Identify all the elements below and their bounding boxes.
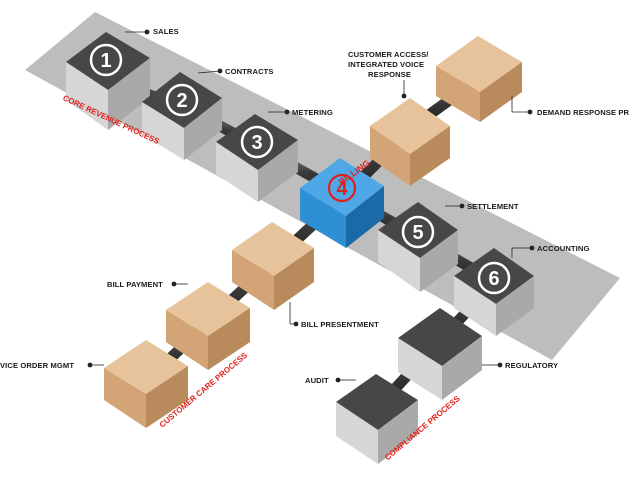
box-billing: 4 BILLING bbox=[300, 158, 384, 248]
leader-lines bbox=[87, 29, 535, 383]
box-bill-presentment bbox=[232, 222, 314, 310]
box-number-2: 2 bbox=[176, 90, 187, 112]
label-metering: METERING bbox=[292, 108, 333, 117]
label-demand-response: DEMAND RESPONSE PR bbox=[537, 108, 630, 117]
label-regulatory: REGULATORY bbox=[505, 361, 558, 370]
label-accounting: ACCOUNTING bbox=[537, 244, 589, 253]
label-bill-presentment: BILL PRESENTMENT bbox=[301, 320, 379, 329]
label-service-order: VICE ORDER MGMT bbox=[0, 361, 74, 370]
label-customer-access-1: CUSTOMER ACCESS/ bbox=[348, 50, 429, 59]
label-audit: AUDIT bbox=[305, 376, 329, 385]
label-bill-payment: BILL PAYMENT bbox=[107, 280, 163, 289]
box-accounting: 6 bbox=[454, 248, 534, 336]
box-number-5: 5 bbox=[412, 222, 423, 244]
box-number-1: 1 bbox=[100, 50, 111, 72]
box-number-4: 4 bbox=[336, 178, 348, 200]
box-audit bbox=[336, 374, 418, 464]
box-sales: 1 bbox=[66, 32, 150, 130]
label-settlement: SETTLEMENT bbox=[467, 202, 519, 211]
box-bill-payment bbox=[166, 282, 250, 370]
box-settlement: 5 bbox=[378, 202, 458, 292]
box-customer-access bbox=[370, 98, 450, 186]
label-sales: SALES bbox=[153, 27, 179, 36]
box-metering: 3 bbox=[216, 114, 298, 202]
box-contracts: 2 bbox=[142, 72, 222, 160]
box-service-order bbox=[104, 340, 188, 428]
box-demand-response bbox=[436, 36, 522, 122]
box-number-3: 3 bbox=[251, 132, 262, 154]
box-number-6: 6 bbox=[488, 268, 499, 290]
box-regulatory bbox=[398, 308, 482, 400]
label-contracts: CONTRACTS bbox=[225, 67, 274, 76]
label-customer-access-3: RESPONSE bbox=[368, 70, 411, 79]
label-customer-access-2: INTEGRATED VOICE bbox=[348, 60, 424, 69]
